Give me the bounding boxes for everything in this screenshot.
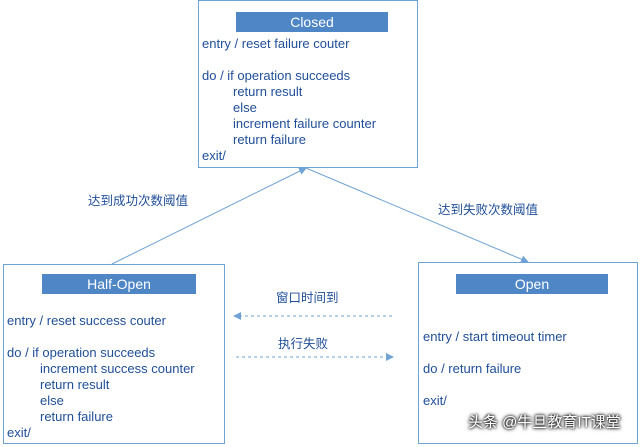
state-title-closed: Closed bbox=[236, 12, 388, 32]
half-open-entry-line: entry / reset success couter bbox=[7, 313, 166, 328]
label-closed-to-open: 达到失败次数阈值 bbox=[438, 203, 539, 217]
state-open: Open entry / start timeout timer do / re… bbox=[418, 262, 638, 444]
open-do-line: do / return failure bbox=[423, 361, 522, 376]
arrow-closed-to-open bbox=[305, 167, 529, 263]
closed-return-result-line: return result bbox=[233, 84, 303, 99]
state-closed: Closed entry / reset failure couter do /… bbox=[198, 0, 418, 168]
closed-increment-line: increment failure counter bbox=[233, 116, 377, 131]
closed-exit-line: exit/ bbox=[202, 148, 226, 163]
half-open-exit-line: exit/ bbox=[7, 425, 31, 440]
half-open-else-line: else bbox=[40, 393, 64, 408]
state-title-open: Open bbox=[456, 274, 608, 294]
closed-do-line: do / if operation succeeds bbox=[202, 68, 351, 83]
state-title-half-open: Half-Open bbox=[42, 274, 196, 294]
closed-entry-line: entry / reset failure couter bbox=[202, 36, 350, 51]
arrow-half-open-to-closed bbox=[111, 167, 307, 265]
label-half-open-to-closed: 达到成功次数阈值 bbox=[88, 194, 189, 208]
half-open-return-failure-line: return failure bbox=[40, 409, 113, 424]
label-open-to-half-open: 窗口时间到 bbox=[276, 291, 339, 305]
label-half-open-to-open: 执行失败 bbox=[278, 337, 329, 351]
half-open-return-result-line: return result bbox=[40, 377, 110, 392]
half-open-do-line: do / if operation succeeds bbox=[7, 345, 156, 360]
open-entry-line: entry / start timeout timer bbox=[423, 329, 567, 344]
closed-else-line: else bbox=[233, 100, 257, 115]
open-exit-line: exit/ bbox=[423, 393, 447, 408]
closed-return-failure-line: return failure bbox=[233, 132, 306, 147]
half-open-increment-line: increment success counter bbox=[40, 361, 195, 376]
state-half-open: Half-Open entry / reset success couter d… bbox=[3, 264, 225, 444]
watermark: 头条 @牛旦教育IT课堂 bbox=[468, 414, 621, 431]
